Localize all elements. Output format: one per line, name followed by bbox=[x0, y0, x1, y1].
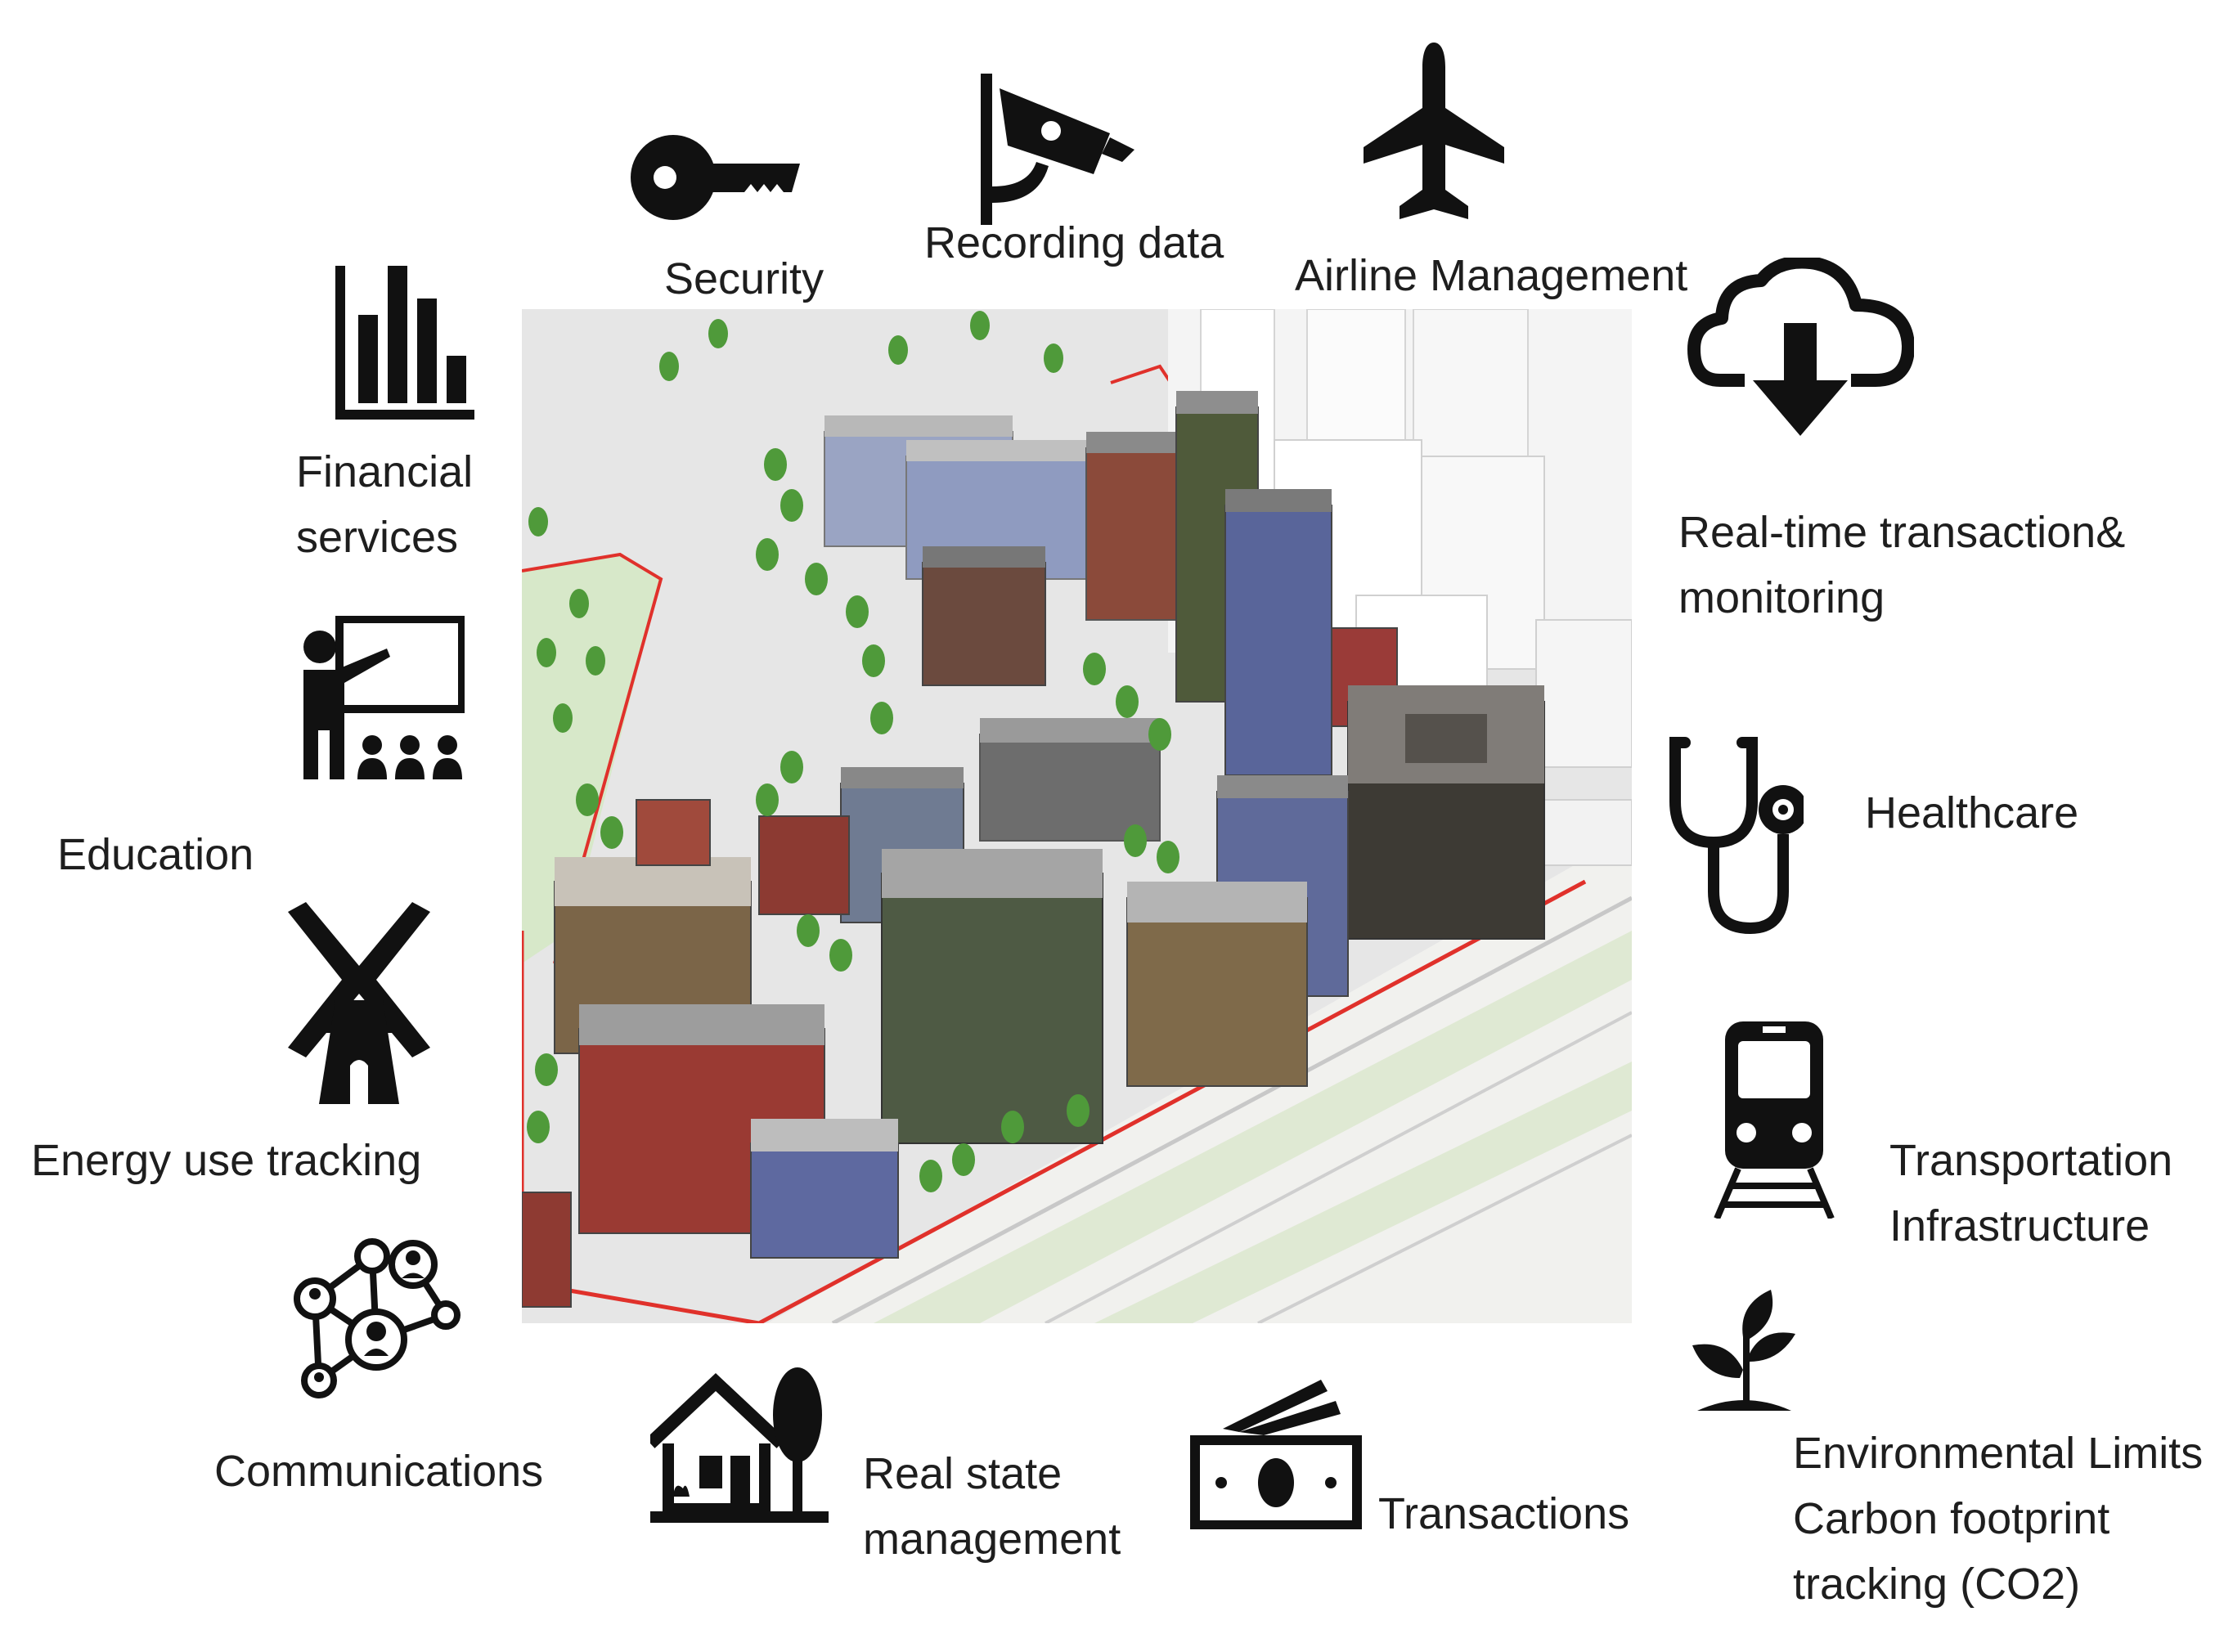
airplane-icon bbox=[1364, 43, 1504, 224]
banknotes-icon bbox=[1190, 1378, 1362, 1529]
transportation-infrastructure-label-line1: Transportation bbox=[1889, 1136, 2173, 1185]
city-3d-model-image bbox=[522, 309, 1632, 1323]
real-state-management-label-line1: Real state bbox=[863, 1449, 1063, 1498]
key-icon bbox=[628, 127, 804, 229]
recording-data-label: Recording data bbox=[924, 218, 1224, 267]
financial-services-label-line2: services bbox=[296, 513, 459, 562]
transportation-infrastructure-label-line2: Infrastructure bbox=[1889, 1201, 2150, 1250]
house-tree-icon bbox=[650, 1366, 829, 1524]
education-label: Education bbox=[57, 830, 254, 879]
train-icon bbox=[1714, 1018, 1835, 1219]
real-state-management-label-line2: management bbox=[863, 1515, 1121, 1564]
security-label: Security bbox=[664, 254, 824, 303]
teacher-presentation-icon bbox=[289, 616, 465, 790]
environmental-limits-label-line2: Carbon footprint bbox=[1793, 1494, 2110, 1543]
real-time-transaction-label-line2: monitoring bbox=[1678, 573, 1885, 622]
healthcare-label: Healthcare bbox=[1865, 788, 2079, 837]
energy-use-tracking-label: Energy use tracking bbox=[31, 1136, 422, 1185]
communications-label: Communications bbox=[214, 1447, 544, 1496]
bar-chart-icon bbox=[335, 266, 474, 420]
real-time-transaction-label-line1: Real-time transaction& bbox=[1678, 508, 2126, 557]
cctv-camera-icon bbox=[979, 72, 1139, 227]
airline-management-label: Airline Management bbox=[1295, 251, 1688, 300]
stethoscope-icon bbox=[1669, 736, 1804, 936]
plant-sprout-icon bbox=[1689, 1288, 1799, 1415]
transactions-label: Transactions bbox=[1378, 1489, 1630, 1538]
environmental-limits-label-line1: Environmental Limits bbox=[1793, 1429, 2204, 1478]
financial-services-label-line1: Financial bbox=[296, 447, 474, 496]
environmental-limits-label-line3: tracking (CO2) bbox=[1793, 1560, 2081, 1609]
cloud-download-icon bbox=[1687, 258, 1914, 436]
network-people-icon bbox=[282, 1233, 461, 1401]
windmill-icon bbox=[285, 902, 434, 1104]
